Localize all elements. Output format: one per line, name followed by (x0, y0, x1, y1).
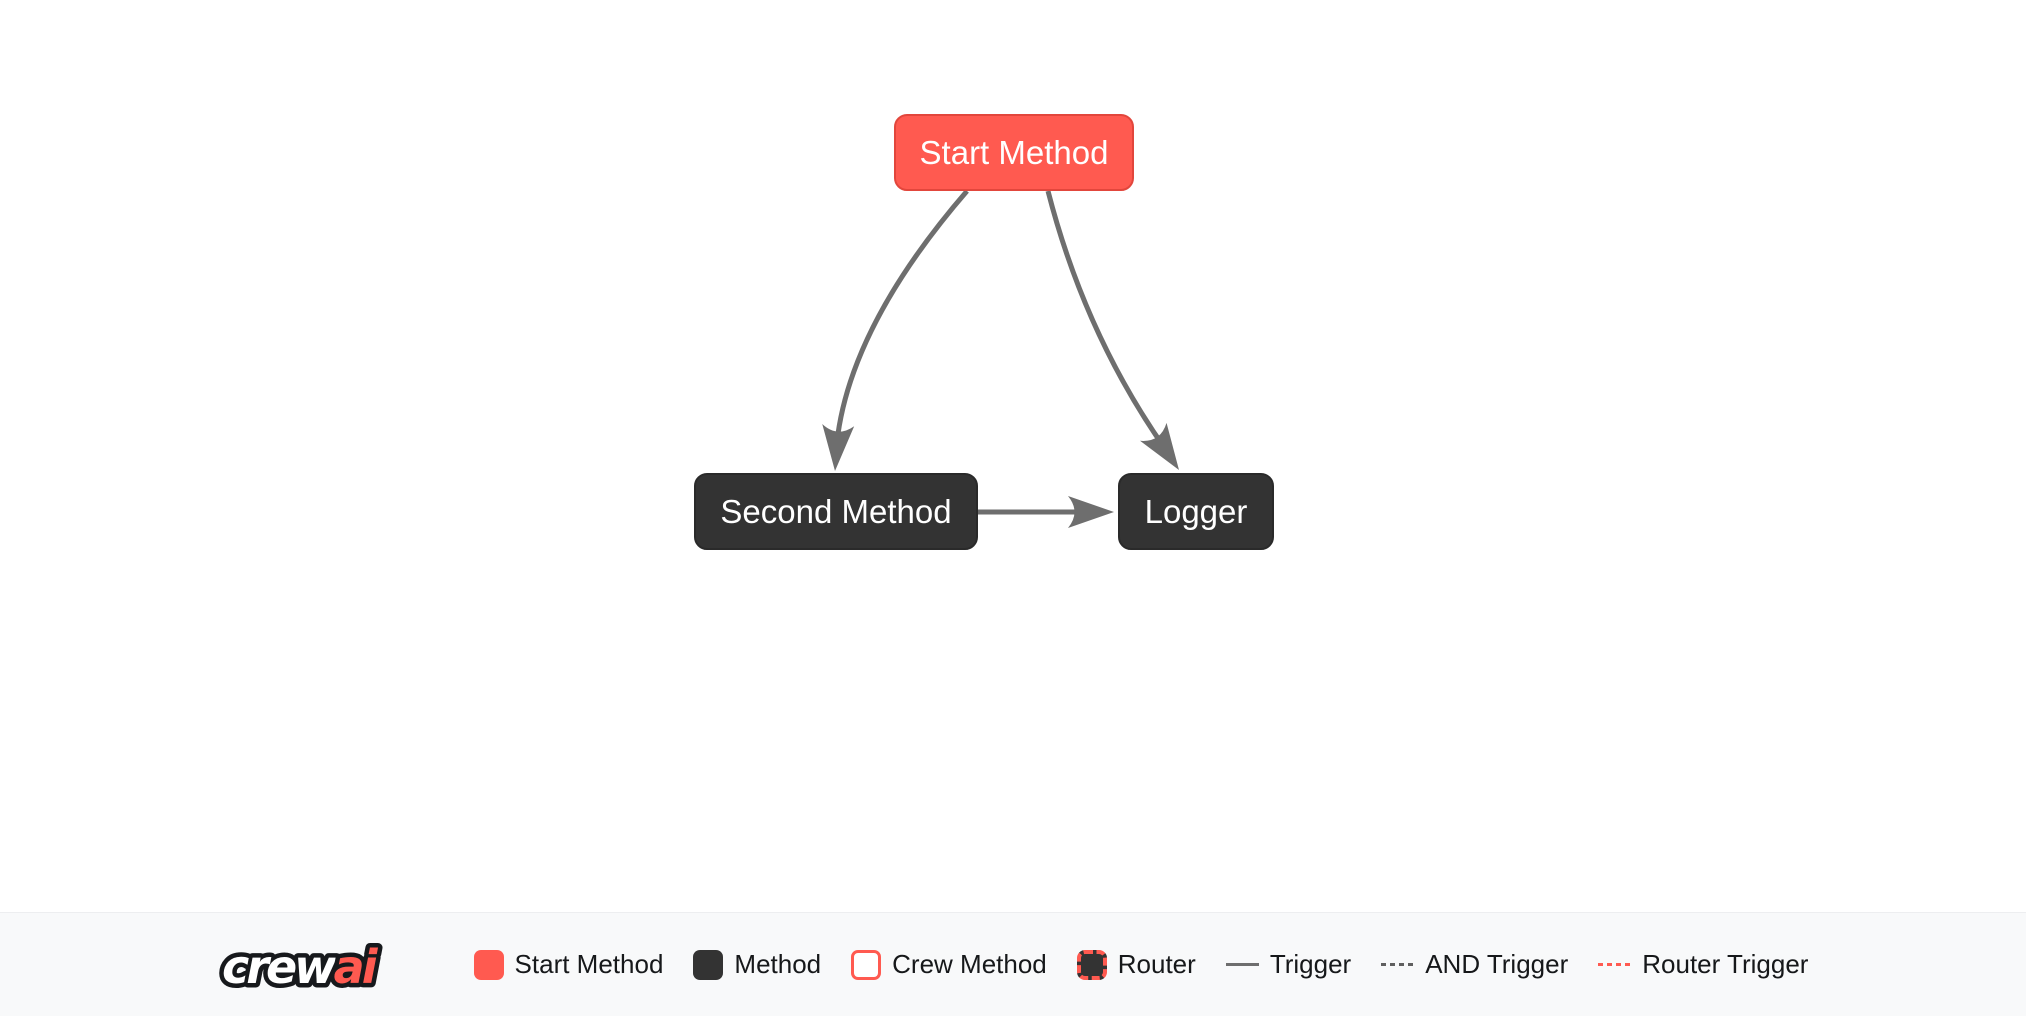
start-method-swatch-icon (473, 949, 504, 980)
legend-label-crew-method: Crew Method (892, 949, 1047, 979)
flow-edges-layer (822, 189, 1179, 528)
legend-label-start-method: Start Method (514, 949, 664, 979)
logo-text-ai: ai (333, 940, 378, 994)
legend-item-start-method: Start Method (473, 949, 664, 980)
router-swatch-icon (1076, 949, 1107, 980)
svg-text:crewai: crewai (222, 940, 379, 994)
legend-label-router-trigger: Router Trigger (1642, 949, 1809, 979)
edge-start-to-second (833, 189, 969, 453)
crewai-logo-svg: crewai (218, 935, 386, 998)
arrowhead-into-logger-left (1068, 496, 1114, 528)
crew-method-swatch-icon (851, 949, 882, 980)
and-trigger-line-icon (1381, 963, 1415, 966)
arrowhead-into-second-method (822, 423, 855, 471)
legend-label-and-trigger: AND Trigger (1425, 949, 1569, 979)
node-logger-label: Logger (1144, 493, 1248, 530)
trigger-line-icon (1225, 963, 1259, 966)
node-second-method-label: Second Method (720, 493, 952, 530)
node-start-method[interactable]: Start Method (894, 114, 1134, 191)
legend-bar: crewai Start Method Method Crew Method R… (0, 912, 2026, 1016)
legend-label-trigger: Trigger (1269, 949, 1352, 979)
legend-item-and-trigger: AND Trigger (1381, 949, 1568, 980)
legend-item-router-trigger: Router Trigger (1598, 949, 1808, 980)
arrowhead-into-logger-top (1140, 422, 1179, 470)
router-trigger-line-icon (1598, 963, 1632, 966)
node-logger[interactable]: Logger (1118, 473, 1274, 550)
legend-label-router: Router (1117, 949, 1196, 979)
logo-text-crew: crew (222, 940, 337, 994)
legend-label-method: Method (734, 949, 822, 979)
method-swatch-icon (693, 949, 724, 980)
flow-canvas[interactable]: Start Method Second Method Logger (0, 0, 2026, 912)
node-second-method[interactable]: Second Method (694, 473, 978, 550)
legend-item-trigger: Trigger (1225, 949, 1352, 980)
edge-start-to-logger (1045, 190, 1169, 452)
legend-item-router: Router (1076, 949, 1196, 980)
legend-item-crew-method: Crew Method (851, 949, 1047, 980)
crewai-logo: crewai (218, 929, 432, 1001)
node-start-method-label: Start Method (919, 134, 1109, 171)
legend-item-method: Method (693, 949, 821, 980)
